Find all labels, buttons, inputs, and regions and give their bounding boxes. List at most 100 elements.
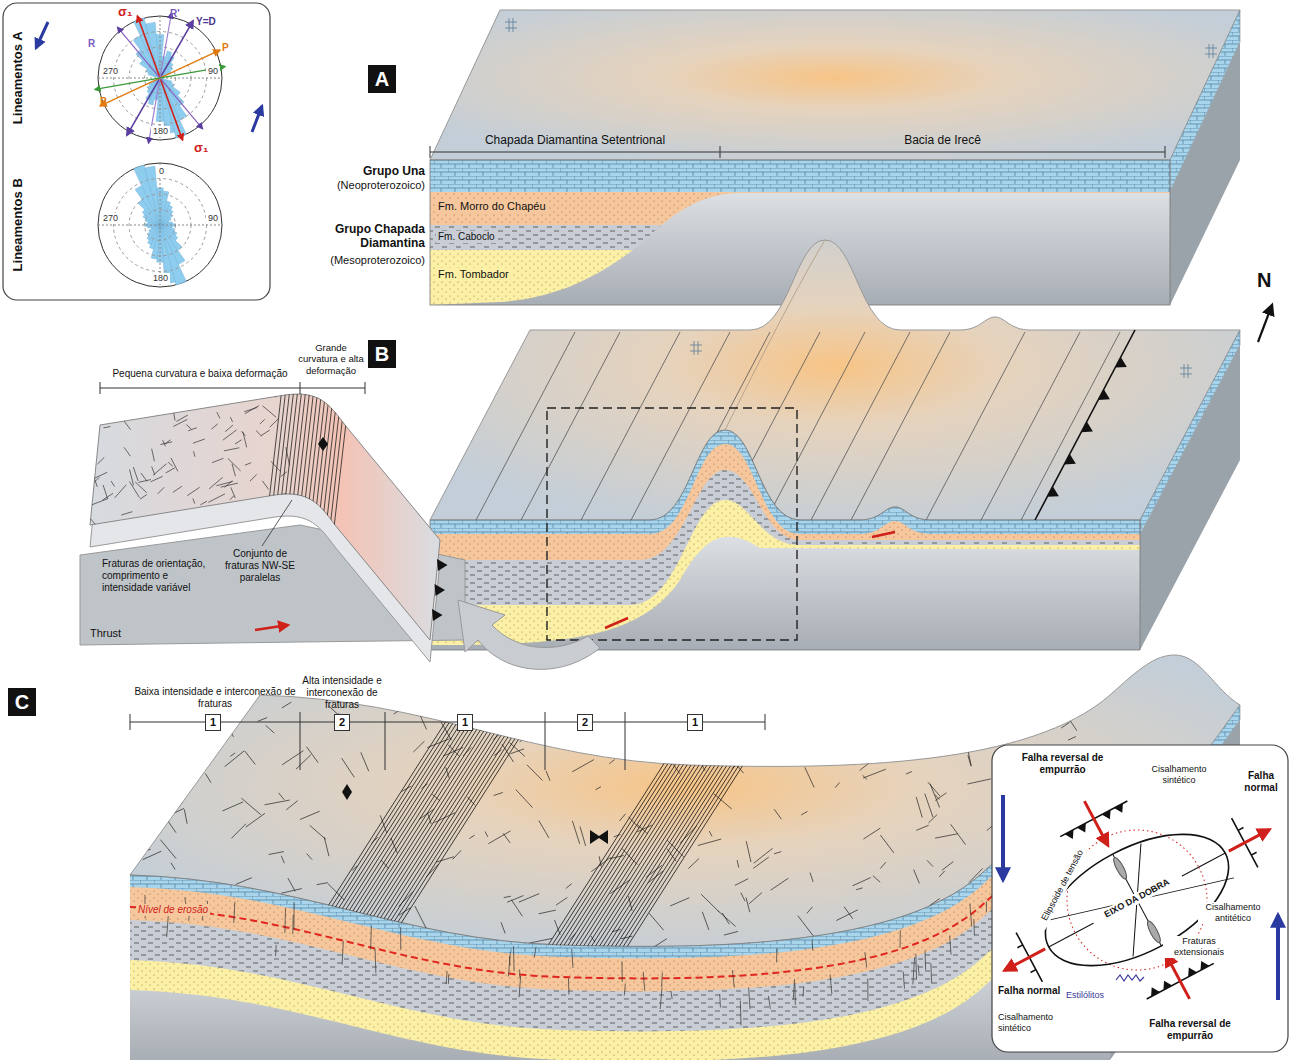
fracture-trace [306, 747, 318, 763]
fracture-trace [735, 879, 748, 886]
fracture-trace [488, 831, 510, 844]
fracture-trace [568, 978, 569, 995]
fracture-trace [370, 926, 372, 949]
fracture-trace [279, 493, 286, 495]
text-label: P [222, 42, 229, 54]
text-label: R [88, 38, 95, 50]
fracture-trace [619, 814, 625, 821]
compression-arrow [1084, 801, 1107, 845]
fracture-trace [225, 721, 233, 737]
fracture-trace [1061, 722, 1069, 728]
text-label: 0 [157, 166, 166, 177]
block-side [1170, 42, 1240, 305]
fracture-trace [1038, 710, 1047, 720]
reference-circle [1042, 805, 1231, 994]
fracture-trace [92, 499, 108, 505]
text-label: Fraturas extensionais [1163, 936, 1235, 958]
thrust-tooth [1098, 389, 1110, 400]
text-label: Conjunto de fraturas NW-SE paralelas [214, 548, 306, 584]
fracture-trace [830, 974, 832, 994]
fracture-trace [280, 388, 298, 545]
fracture-trace [863, 828, 880, 839]
fracture-trace [212, 458, 223, 462]
fold-symbol [342, 784, 352, 800]
fracture-trace [310, 902, 315, 907]
fracture-trace [158, 487, 165, 494]
fracture-trace [947, 918, 958, 927]
fracture-trace [413, 741, 424, 752]
fracture-trace [375, 948, 377, 973]
text-label: Thrust [88, 627, 123, 640]
shear-arrow [1001, 795, 1005, 880]
text-label: Fm. Morro do Chapéu [436, 200, 548, 213]
fracture-trace [126, 400, 131, 412]
text-label: Grupo Chapada Diamantina [290, 222, 425, 251]
fracture-trace [273, 393, 276, 397]
fracture-trace [669, 717, 678, 724]
fracture-trace [249, 515, 251, 521]
fracture-trace [1066, 714, 1077, 730]
fracture-traces [455, 332, 1120, 560]
text-label: R' [170, 8, 180, 20]
text-label: 90 [206, 213, 220, 224]
fracture-trace [307, 854, 313, 860]
fracture-trace [143, 851, 162, 859]
rose-petal [138, 200, 160, 225]
fracture-trace [241, 798, 261, 815]
extension-arrow [1005, 949, 1046, 971]
panel-label: A [368, 65, 396, 93]
fracture-trace [415, 906, 427, 929]
fracture-trace [801, 811, 807, 815]
fracture-trace [340, 715, 490, 950]
fracture-trace [268, 499, 282, 508]
fracture-trace [170, 513, 187, 519]
fracture-trace [621, 961, 622, 982]
fracture-trace [951, 748, 960, 752]
fracture-trace [246, 813, 265, 827]
fracture-trace [279, 793, 285, 800]
fracture-trace [745, 332, 865, 560]
fracture-trace [560, 332, 680, 560]
fracture-trace [224, 448, 239, 451]
fracture-trace [261, 504, 266, 514]
fracture-trace [103, 427, 110, 428]
fracture-trace [317, 883, 328, 885]
fracture-trace [565, 715, 715, 950]
fracture-trace [193, 498, 195, 503]
tension-gash [1145, 920, 1162, 944]
thrust-tooth [1102, 810, 1115, 822]
fracture-trace [400, 927, 401, 950]
fracture-trace [876, 717, 881, 721]
fracture-trace [441, 722, 452, 740]
fracture-trace [342, 941, 343, 965]
text-label: 270 [101, 66, 120, 77]
top-surface [430, 240, 1240, 520]
text-label: Y=D [196, 16, 216, 28]
text-label: P [100, 96, 107, 108]
fracture-trace [163, 440, 166, 446]
fracture-trace [225, 751, 244, 767]
fracture-trace [660, 987, 662, 1009]
text-label: Cisalhamento sintético [1138, 764, 1220, 786]
fracture-traces [130, 693, 1105, 956]
fracture-trace [753, 857, 768, 868]
fracture-trace [810, 873, 813, 882]
rose-diagram [98, 163, 222, 287]
slip-arrow [255, 625, 288, 630]
fracture-trace [769, 744, 786, 748]
rose-petal [135, 186, 160, 225]
fracture-trace [856, 888, 862, 890]
fracture-trace [572, 821, 579, 844]
thrust-tooth [435, 584, 446, 596]
fracture-trace [241, 901, 251, 908]
text-label: (Neoproterozoico) [290, 179, 425, 192]
fracture-trace [328, 388, 346, 545]
fracture-trace [718, 911, 735, 926]
fracture-trace [516, 790, 533, 808]
fracture-trace [569, 715, 719, 950]
rose-petal [160, 210, 173, 225]
fracture-trace [153, 710, 158, 721]
fracture-trace [97, 418, 105, 421]
text-label: Bacia de Irecê [720, 133, 1165, 147]
fracture-trace [916, 797, 922, 818]
